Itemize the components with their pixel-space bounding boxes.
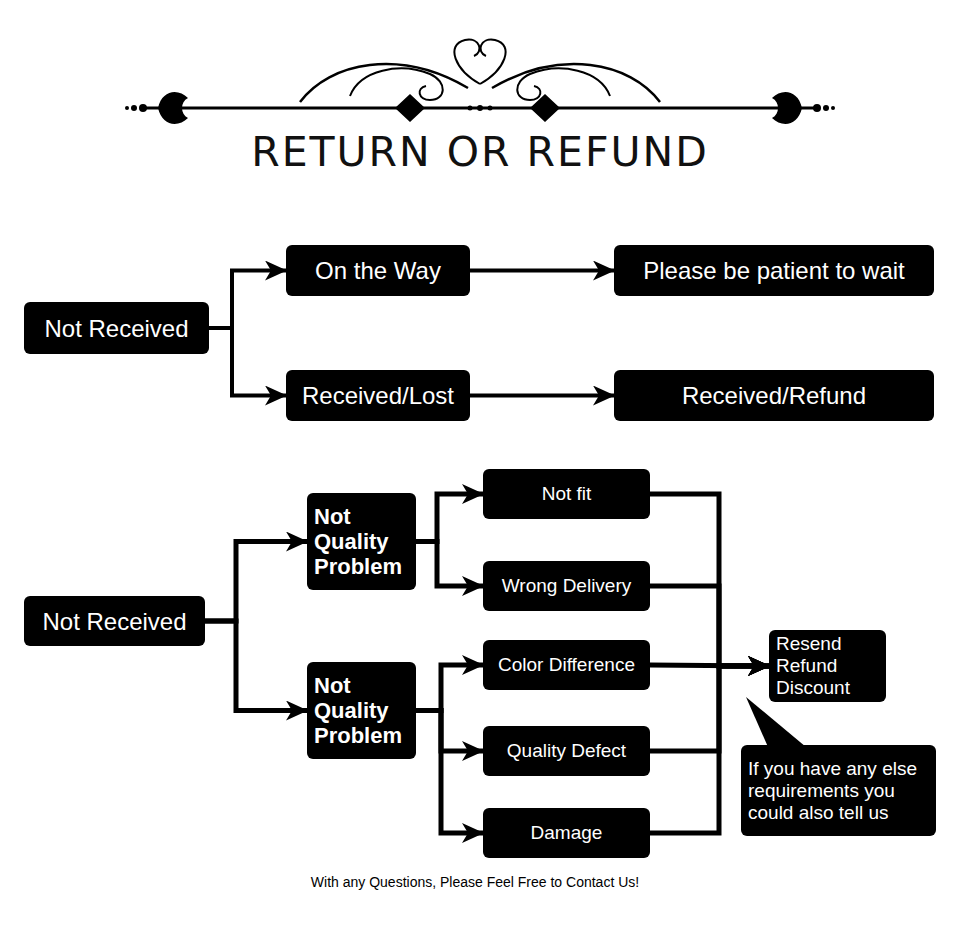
flow-arrow bbox=[416, 542, 483, 587]
reason-box: Quality Defect bbox=[483, 726, 650, 776]
process-box: Not Received bbox=[24, 596, 205, 646]
node-text: If you have any else requirements you co… bbox=[748, 758, 929, 824]
process-box: On the Way bbox=[286, 245, 470, 296]
ornament-dot bbox=[831, 106, 835, 110]
title-ornament bbox=[125, 40, 835, 124]
reason-box: Color Difference bbox=[483, 640, 650, 690]
node-text: Received/Refund bbox=[620, 382, 928, 409]
reason-box: Wrong Delivery bbox=[483, 561, 650, 611]
node-text: Received/Lost bbox=[292, 382, 464, 409]
flow-arrow bbox=[470, 269, 614, 273]
flow-arrow bbox=[416, 665, 483, 711]
result-box: Please be patient to wait bbox=[614, 245, 934, 296]
category-box: Not Quality Problem bbox=[307, 662, 416, 759]
process-box: Received/Lost bbox=[286, 370, 470, 421]
ornament-dot bbox=[488, 106, 493, 111]
node-text: On the Way bbox=[292, 257, 464, 284]
ornament-dot bbox=[823, 105, 829, 111]
ornament-dot bbox=[813, 104, 821, 112]
node-text: Quality Defect bbox=[489, 740, 644, 762]
ornament-swirl bbox=[300, 64, 468, 102]
ornament-dot bbox=[131, 105, 137, 111]
flow-arrow bbox=[205, 621, 307, 711]
node-text: Damage bbox=[489, 822, 644, 844]
node-text: Please be patient to wait bbox=[620, 257, 928, 284]
process-box: Not Received bbox=[24, 302, 209, 354]
node-text: Wrong Delivery bbox=[489, 575, 644, 597]
result-box: Received/Refund bbox=[614, 370, 934, 421]
ornament-swirl bbox=[350, 69, 443, 100]
flow-arrow bbox=[650, 494, 769, 666]
node-text: Color Difference bbox=[489, 654, 644, 676]
callout-tail bbox=[746, 697, 806, 747]
ornament-knot bbox=[395, 94, 560, 122]
ornament-swirl bbox=[454, 40, 480, 84]
connector-layer bbox=[205, 271, 769, 834]
flow-arrow bbox=[650, 666, 769, 751]
node-text: Not Received bbox=[30, 608, 199, 635]
reason-box: Damage bbox=[483, 808, 650, 858]
ornament-swirl bbox=[480, 40, 506, 84]
ornament-tulip bbox=[772, 92, 802, 124]
ornament-dot bbox=[468, 106, 473, 111]
node-text: Not Quality Problem bbox=[314, 673, 409, 748]
callout-bubble: If you have any else requirements you co… bbox=[741, 745, 936, 836]
flow-arrow bbox=[650, 586, 769, 666]
node-text: Not fit bbox=[489, 483, 644, 505]
flow-arrow bbox=[209, 328, 286, 396]
solution-box: Resend Refund Discount bbox=[769, 630, 886, 702]
node-text: Not Quality Problem bbox=[314, 504, 409, 579]
footer-note: With any Questions, Please Feel Free to … bbox=[0, 874, 950, 890]
flow-arrow bbox=[416, 711, 483, 752]
flow-arrow bbox=[416, 711, 483, 834]
reason-box: Not fit bbox=[483, 469, 650, 519]
flow-arrow bbox=[205, 542, 307, 622]
ornament-dot bbox=[125, 106, 129, 110]
ornament-tulip bbox=[158, 92, 188, 124]
flow-arrow bbox=[470, 394, 614, 398]
flow-arrow bbox=[416, 494, 483, 542]
ornament-swirl bbox=[517, 69, 610, 100]
ornament-dot bbox=[477, 105, 483, 111]
flow-arrow bbox=[209, 271, 286, 329]
node-text: Resend Refund Discount bbox=[776, 633, 879, 699]
diagram-title: RETURN OR REFUND bbox=[0, 128, 960, 176]
ornament-swirl bbox=[492, 64, 660, 102]
category-box: Not Quality Problem bbox=[307, 493, 416, 590]
ornament-dot bbox=[139, 104, 147, 112]
node-text: Not Received bbox=[30, 315, 203, 342]
